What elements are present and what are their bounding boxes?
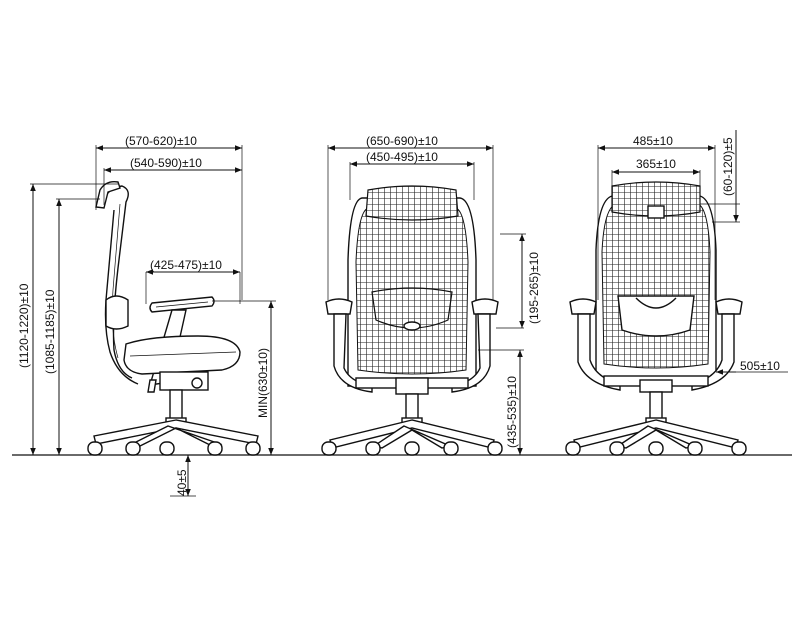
dim-side-overall-depth: (570-620)±10 [125,134,197,148]
side-view [87,180,261,456]
front-armrest-left [325,298,353,315]
rear-dimensions: 485±10 365±10 (60-120)±5 505±10 [597,130,788,375]
rear-lumbar [617,295,695,337]
dim-rear-arm-width: 505±10 [740,359,780,373]
dim-side-overall-height: (1120-1220)±10 [17,283,31,368]
rear-mechanism [639,379,673,393]
front-casters [321,441,503,456]
dim-rear-overall-width: 485±10 [633,134,673,148]
dim-front-overall-width: (650-690)±10 [366,134,438,148]
dim-front-armrest-adjust: (195-265)±10 [527,252,541,324]
side-dimensions: (570-620)±10 (540-590)±10 (425-475)±10 (… [17,134,276,497]
side-seat [123,335,241,375]
dim-rear-headrest-adjust: (60-120)±5 [721,137,735,196]
front-armrest-right [471,298,499,315]
front-base [329,419,495,449]
rear-base [573,419,739,449]
dim-side-seat-height: MIN(630±10) [256,348,270,418]
dim-rear-inner-width: 365±10 [636,157,676,171]
rear-mesh-back [601,203,711,369]
rear-armrest-right [715,298,743,315]
front-view [321,185,503,456]
side-lumbar [105,295,129,330]
front-mesh-back [355,207,469,375]
dim-side-seat-width: (425-475)±10 [150,258,222,272]
side-headrest [95,180,121,209]
rear-headrest [611,181,701,217]
dim-front-armrest-height: (435-535)±10 [505,376,519,448]
rear-view [565,181,747,456]
front-lumbar [371,287,453,329]
front-mechanism [395,377,429,395]
front-dimensions: (650-690)±10 (450-495)±10 (195-265)±10 (… [327,134,541,455]
dim-side-seat-depth: (540-590)±10 [130,156,202,170]
rear-casters [565,441,747,456]
side-casters [87,441,261,456]
dim-side-back-height: (1085-1185)±10 [43,289,57,374]
dim-side-ground-offset: 40±5 [175,469,189,496]
front-headrest [365,185,459,221]
side-base [93,419,259,445]
dim-front-back-width: (450-495)±10 [366,150,438,164]
rear-armrest-left [569,298,597,315]
